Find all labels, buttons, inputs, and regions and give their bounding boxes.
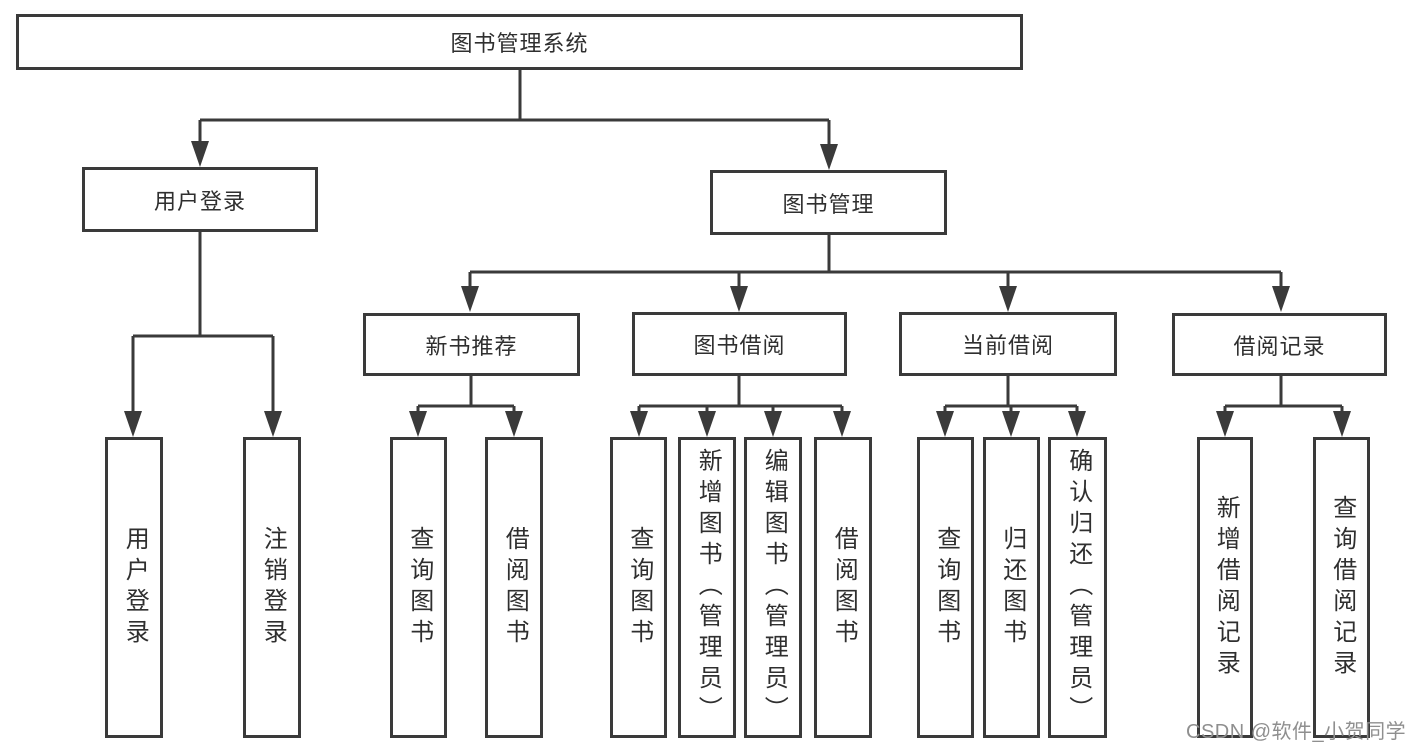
node-book-management-label: 图书管理 xyxy=(782,191,875,217)
leaf-query-book-1-label: 查询图书 xyxy=(405,525,433,650)
leaf-add-book-admin-label: 新增图书（管理员） xyxy=(694,448,722,727)
arrowhead-icon xyxy=(409,411,427,437)
arrowhead-icon xyxy=(936,411,954,437)
leaf-return-book-label: 归还图书 xyxy=(998,525,1026,650)
arrowhead-icon xyxy=(191,141,209,167)
arrowhead-icon xyxy=(1333,411,1351,437)
arrowhead-icon xyxy=(124,411,142,437)
leaf-borrow-book-1: 借阅图书 xyxy=(485,437,543,738)
leaf-user-login-label: 用户登录 xyxy=(121,525,149,650)
arrowhead-icon xyxy=(820,144,838,170)
node-book-management: 图书管理 xyxy=(710,170,947,235)
arrowhead-icon xyxy=(730,286,748,312)
leaf-logout-label: 注销登录 xyxy=(259,525,287,650)
leaf-add-borrow-record: 新增借阅记录 xyxy=(1197,437,1253,738)
arrowhead-icon xyxy=(461,286,479,312)
arrowhead-icon xyxy=(764,411,782,437)
leaf-logout: 注销登录 xyxy=(243,437,301,738)
leaf-add-borrow-record-label: 新增借阅记录 xyxy=(1212,494,1240,681)
leaf-edit-book-admin: 编辑图书（管理员） xyxy=(744,437,802,738)
leaf-add-book-admin: 新增图书（管理员） xyxy=(678,437,736,738)
leaf-query-book-2: 查询图书 xyxy=(610,437,667,738)
arrowhead-icon xyxy=(264,411,282,437)
leaf-query-book-3: 查询图书 xyxy=(917,437,974,738)
leaf-borrow-book-2-label: 借阅图书 xyxy=(830,525,858,650)
node-book-borrowing-label: 图书借阅 xyxy=(693,333,786,358)
leaf-user-login: 用户登录 xyxy=(105,437,163,738)
leaf-confirm-return-admin: 确认归还（管理员） xyxy=(1048,437,1107,738)
arrowhead-icon xyxy=(1068,411,1086,437)
leaf-borrow-book-1-label: 借阅图书 xyxy=(501,525,529,650)
arrowhead-icon xyxy=(1216,411,1234,437)
node-new-book-recommend: 新书推荐 xyxy=(363,313,580,376)
leaf-edit-book-admin-label: 编辑图书（管理员） xyxy=(760,448,788,727)
arrowhead-icon xyxy=(1002,411,1020,437)
arrowhead-icon xyxy=(505,411,523,437)
watermark: CSDN @软件_小贺同学 xyxy=(1186,721,1405,743)
leaf-return-book: 归还图书 xyxy=(983,437,1040,738)
leaf-query-borrow-record-label: 查询借阅记录 xyxy=(1328,494,1356,681)
leaf-confirm-return-admin-label: 确认归还（管理员） xyxy=(1064,448,1092,727)
node-library-system: 图书管理系统 xyxy=(16,14,1023,70)
leaf-query-book-1: 查询图书 xyxy=(390,437,447,738)
arrowhead-icon xyxy=(698,411,716,437)
node-borrowing-records: 借阅记录 xyxy=(1172,313,1387,376)
arrowhead-icon xyxy=(999,286,1017,312)
node-book-borrowing: 图书借阅 xyxy=(632,312,847,376)
node-current-borrowing-label: 当前借阅 xyxy=(961,333,1054,358)
leaf-borrow-book-2: 借阅图书 xyxy=(814,437,872,738)
node-new-book-recommend-label: 新书推荐 xyxy=(425,333,518,359)
node-user-login-label: 用户登录 xyxy=(153,188,246,214)
arrowhead-icon xyxy=(1272,286,1290,312)
leaf-query-book-2-label: 查询图书 xyxy=(625,525,653,650)
arrowhead-icon xyxy=(630,411,648,437)
node-current-borrowing: 当前借阅 xyxy=(899,312,1117,376)
arrowhead-icon xyxy=(833,411,851,437)
leaf-query-book-3-label: 查询图书 xyxy=(932,525,960,650)
node-user-login: 用户登录 xyxy=(82,167,318,232)
leaf-query-borrow-record: 查询借阅记录 xyxy=(1313,437,1370,738)
node-library-system-label: 图书管理系统 xyxy=(450,31,589,56)
node-borrowing-records-label: 借阅记录 xyxy=(1233,333,1326,359)
